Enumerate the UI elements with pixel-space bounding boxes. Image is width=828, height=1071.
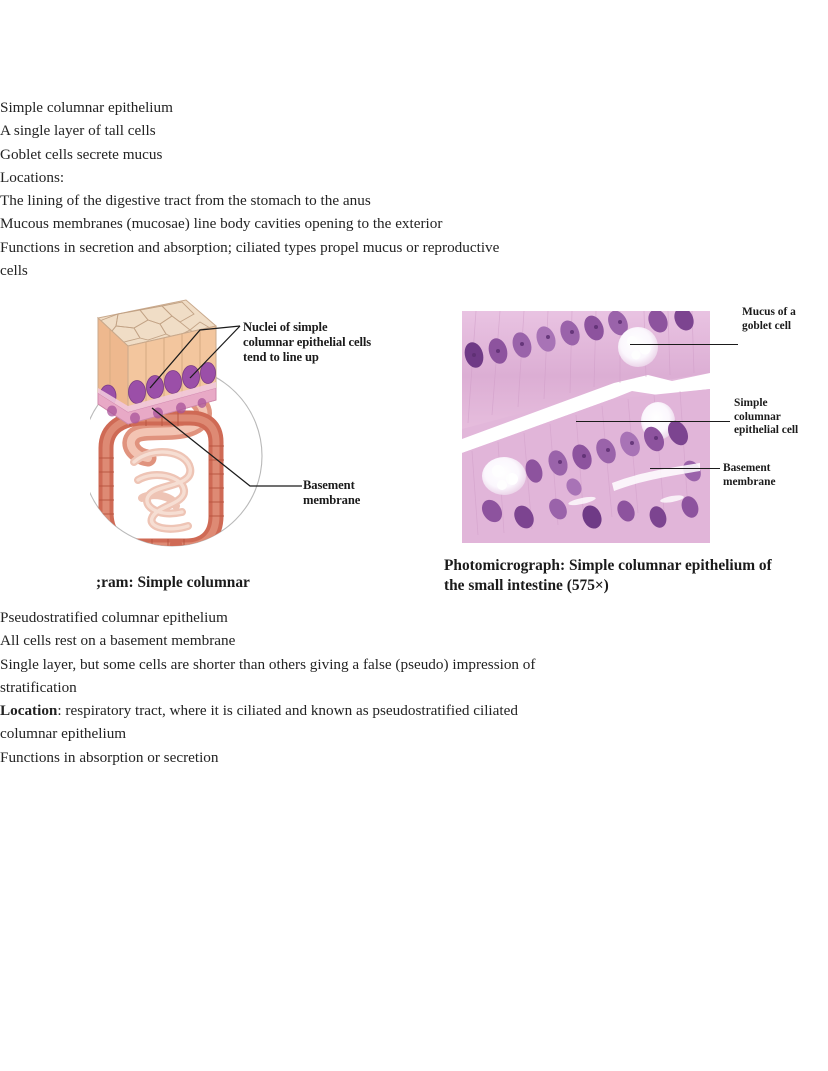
nuclei-group bbox=[99, 362, 216, 408]
list-item-text: Functions in secretion and absorption; c… bbox=[0, 238, 500, 280]
leader-line-simple-columnar bbox=[576, 421, 730, 422]
nuclei-row-lower bbox=[525, 420, 689, 483]
outline-simple-columnar: ● Simple columnar epithelium ○ A single … bbox=[0, 96, 828, 282]
list-item: ○ Functions in absorption or secretion bbox=[0, 746, 828, 769]
diagram-simple-columnar: Nuclei of simple columnar epithelial cel… bbox=[90, 296, 390, 564]
list-item-text: Mucous membranes (mucosae) line body cav… bbox=[0, 215, 443, 233]
outline-level-2: ○ A single layer of tall cells ■ Goblet … bbox=[0, 119, 828, 282]
list-item-text: Locations: bbox=[0, 168, 65, 186]
outline-level-2: ○ All cells rest on a basement membrane … bbox=[0, 629, 828, 769]
photomicrograph-figure: Mucus of a goblet cell Simple columnar e… bbox=[444, 305, 798, 550]
basement-membrane-streak bbox=[612, 463, 700, 491]
outline-level-1: ● Pseudostratified columnar epithelium ○… bbox=[0, 606, 828, 769]
list-item-text: Functions in absorption or secretion bbox=[0, 748, 219, 766]
outline-level-1: ● Simple columnar epithelium ○ A single … bbox=[0, 96, 828, 282]
lumen-space bbox=[462, 373, 710, 453]
list-item-text: Simple columnar epithelium bbox=[0, 99, 173, 116]
label-simple-columnar-epithelial-cell: Simple columnar epithelial cell bbox=[734, 397, 799, 437]
list-item-text: The lining of the digestive tract from t… bbox=[0, 192, 371, 210]
leader-lines bbox=[149, 325, 302, 487]
list-item: ● Pseudostratified columnar epithelium ○… bbox=[0, 606, 828, 769]
nuclei-scattered bbox=[481, 460, 701, 529]
list-item-text: Single layer, but some cells are shorter… bbox=[0, 655, 536, 696]
list-item-text: Goblet cells secrete mucus bbox=[0, 145, 163, 163]
list-item: ● Simple columnar epithelium ○ A single … bbox=[0, 96, 828, 282]
goblet-cell-mucus bbox=[618, 327, 658, 367]
leader-line-basement bbox=[650, 468, 720, 469]
list-item: ○ Location: respiratory tract, where it … bbox=[0, 699, 828, 746]
label-basement-membrane-photo: Basement membrane bbox=[723, 462, 776, 488]
diagram-illustration bbox=[90, 299, 302, 547]
intestine-illustration bbox=[93, 380, 224, 546]
label-nuclei-of-simple-columnar: Nuclei of simple columnar epithelial cel… bbox=[243, 320, 372, 365]
leader-line-mucus bbox=[630, 344, 738, 345]
label-basement-membrane-diagram: Basement membrane bbox=[303, 478, 361, 508]
nuclei-row-upper bbox=[464, 311, 694, 368]
basement-membrane-band bbox=[97, 387, 217, 425]
outline-level-3: ■ Goblet cells secrete mucus bbox=[0, 143, 828, 166]
list-item-text: A single layer of tall cells bbox=[0, 122, 156, 140]
list-item: ○ A single layer of tall cells ■ Goblet … bbox=[0, 119, 828, 166]
list-item: ○ Locations: ■ The lining of the digesti… bbox=[0, 166, 828, 236]
magnifier-circle bbox=[90, 365, 263, 547]
columnar-epithelium-block bbox=[96, 299, 218, 425]
list-item-text: Pseudostratified columnar epithelium bbox=[0, 609, 228, 626]
list-item: ○ Functions in secretion and absorption;… bbox=[0, 236, 828, 283]
location-text: : respiratory tract, where it is ciliate… bbox=[0, 702, 518, 743]
list-item-location: Location: respiratory tract, where it is… bbox=[0, 699, 568, 746]
goblet-cell-mucus bbox=[482, 457, 526, 495]
list-item: ○ All cells rest on a basement membrane bbox=[0, 629, 828, 652]
photomicrograph-image bbox=[462, 311, 710, 543]
list-item: ■ Mucous membranes (mucosae) line body c… bbox=[0, 212, 828, 235]
caption-photomicrograph: Photomicrograph: Simple columnar epithel… bbox=[444, 557, 772, 594]
list-item: ■ Goblet cells secrete mucus bbox=[0, 143, 828, 166]
outline-pseudostratified-columnar: ● Pseudostratified columnar epithelium ○… bbox=[0, 606, 828, 769]
location-label: Location bbox=[0, 702, 58, 720]
list-item: ○ Single layer, but some cells are short… bbox=[0, 653, 828, 700]
outline-level-3: ■ The lining of the digestive tract from… bbox=[0, 189, 828, 236]
list-item: ■ The lining of the digestive tract from… bbox=[0, 189, 828, 212]
goblet-cell-mucus bbox=[641, 402, 675, 440]
list-item-text: All cells rest on a basement membrane bbox=[0, 632, 236, 650]
label-mucus-of-goblet-cell: Mucus of a goblet cell bbox=[742, 306, 796, 332]
caption-diagram: ;ram: Simple columnar bbox=[96, 574, 250, 591]
